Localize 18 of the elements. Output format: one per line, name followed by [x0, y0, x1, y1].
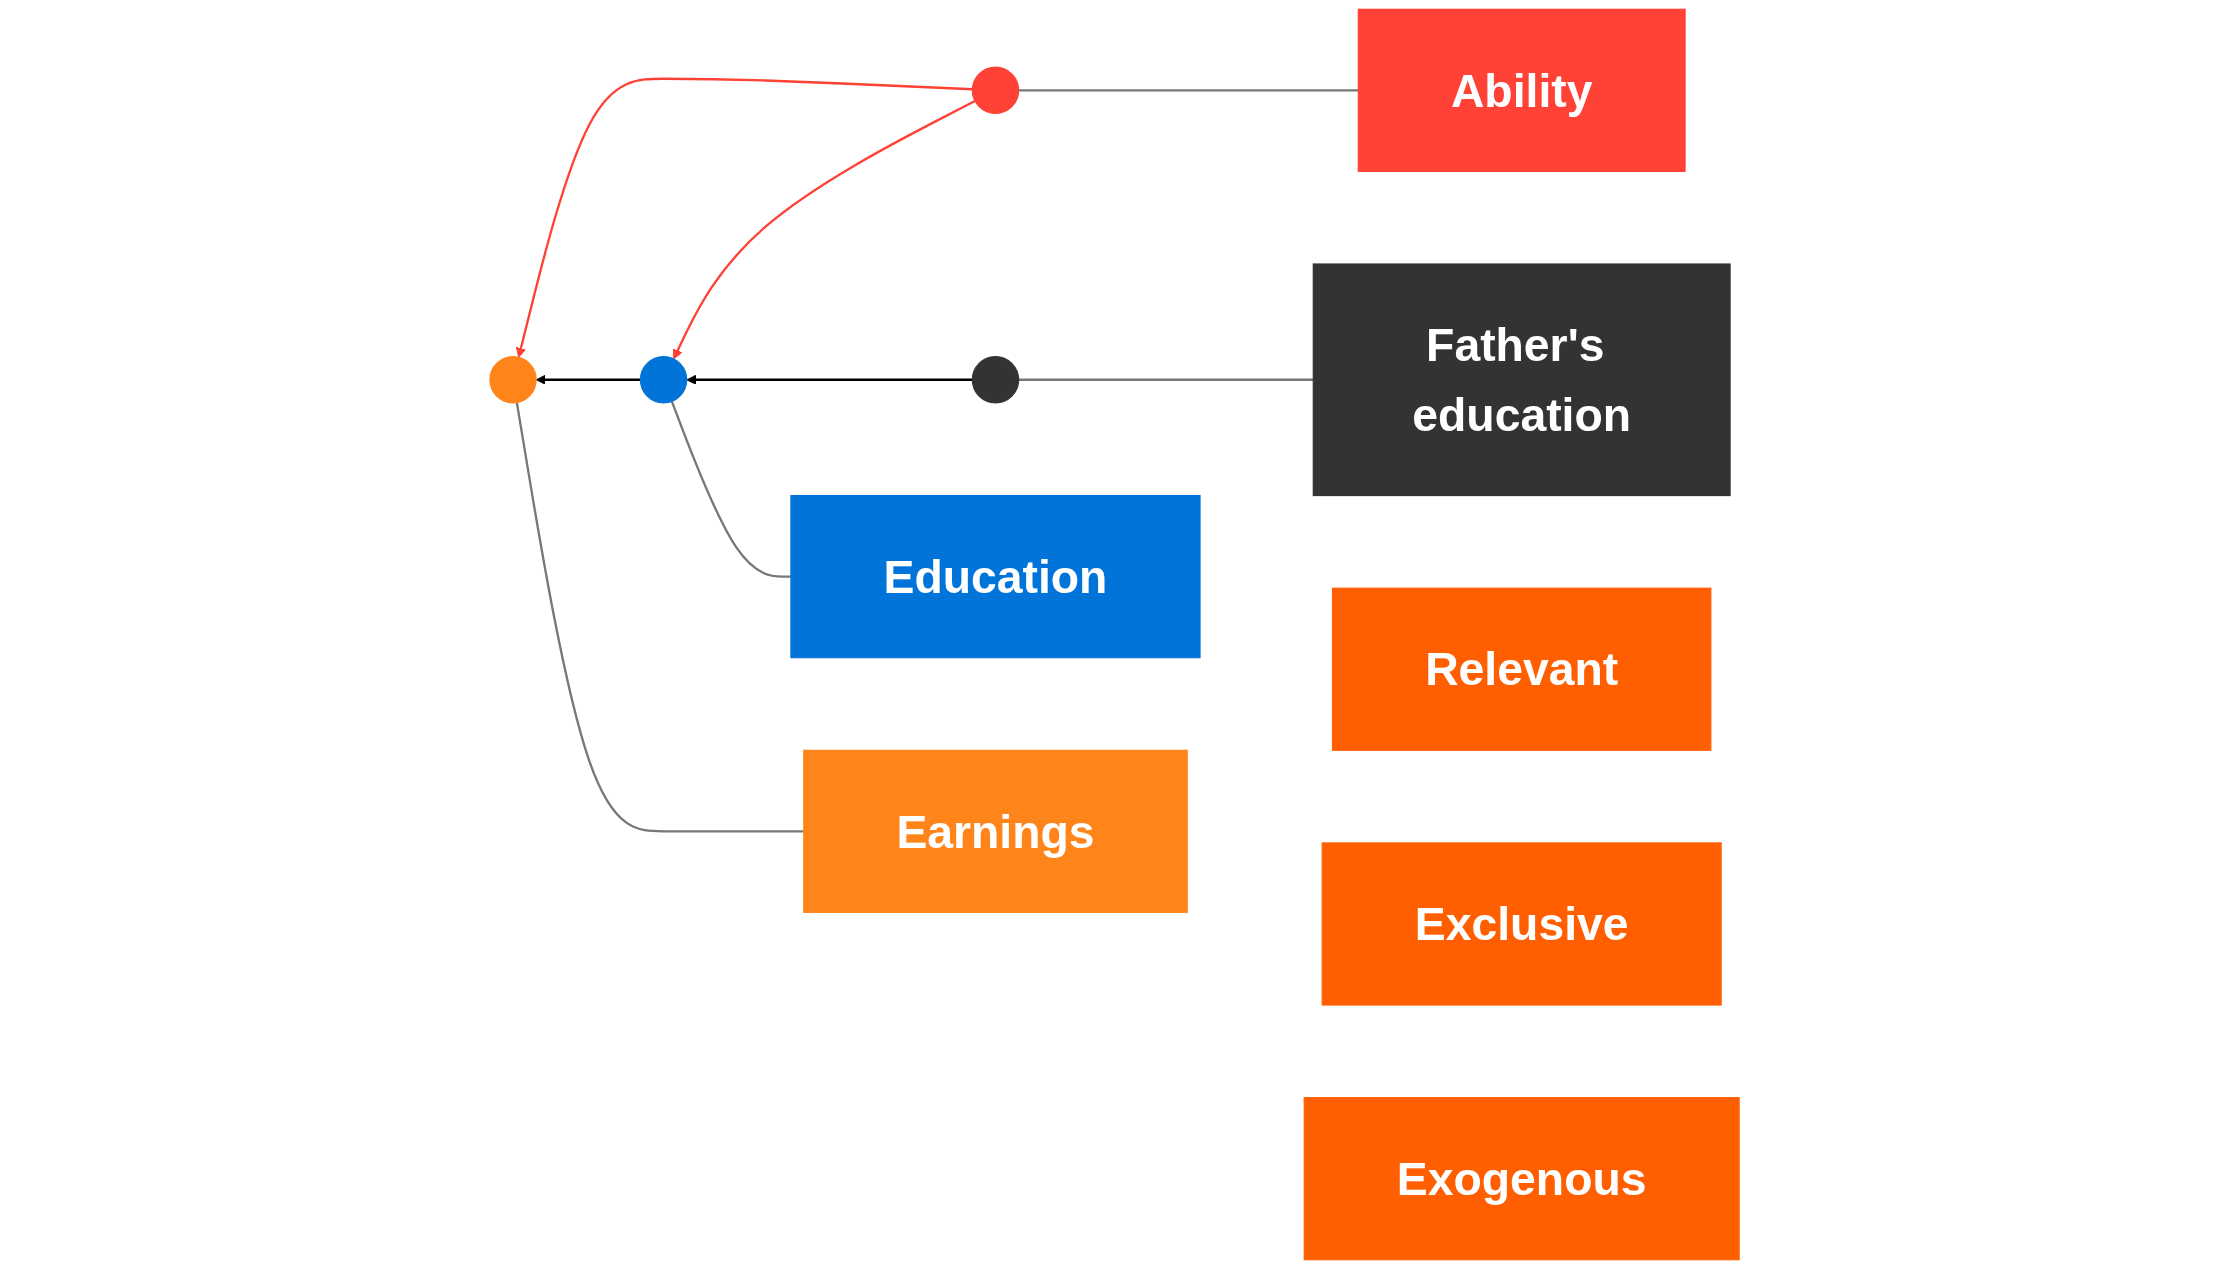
node-circle	[971, 66, 1020, 115]
node-box: Education	[790, 495, 1201, 659]
node-circle	[639, 356, 688, 404]
node-box: Relevant	[1331, 587, 1712, 751]
connector	[1018, 89, 1359, 92]
arrow	[673, 99, 976, 360]
node-box: Ability	[1357, 8, 1686, 172]
node-circle	[971, 356, 1020, 404]
connector	[1018, 378, 1314, 381]
node-box: Exclusive	[1321, 842, 1722, 1006]
arrow	[686, 374, 973, 385]
connector	[515, 402, 804, 833]
connector	[670, 401, 791, 578]
node-box: Exogenous	[1303, 1097, 1740, 1261]
arrow	[515, 77, 973, 358]
node-circle	[489, 356, 537, 404]
node-box: Earnings	[803, 749, 1188, 913]
node-box: Father's education	[1312, 263, 1731, 497]
